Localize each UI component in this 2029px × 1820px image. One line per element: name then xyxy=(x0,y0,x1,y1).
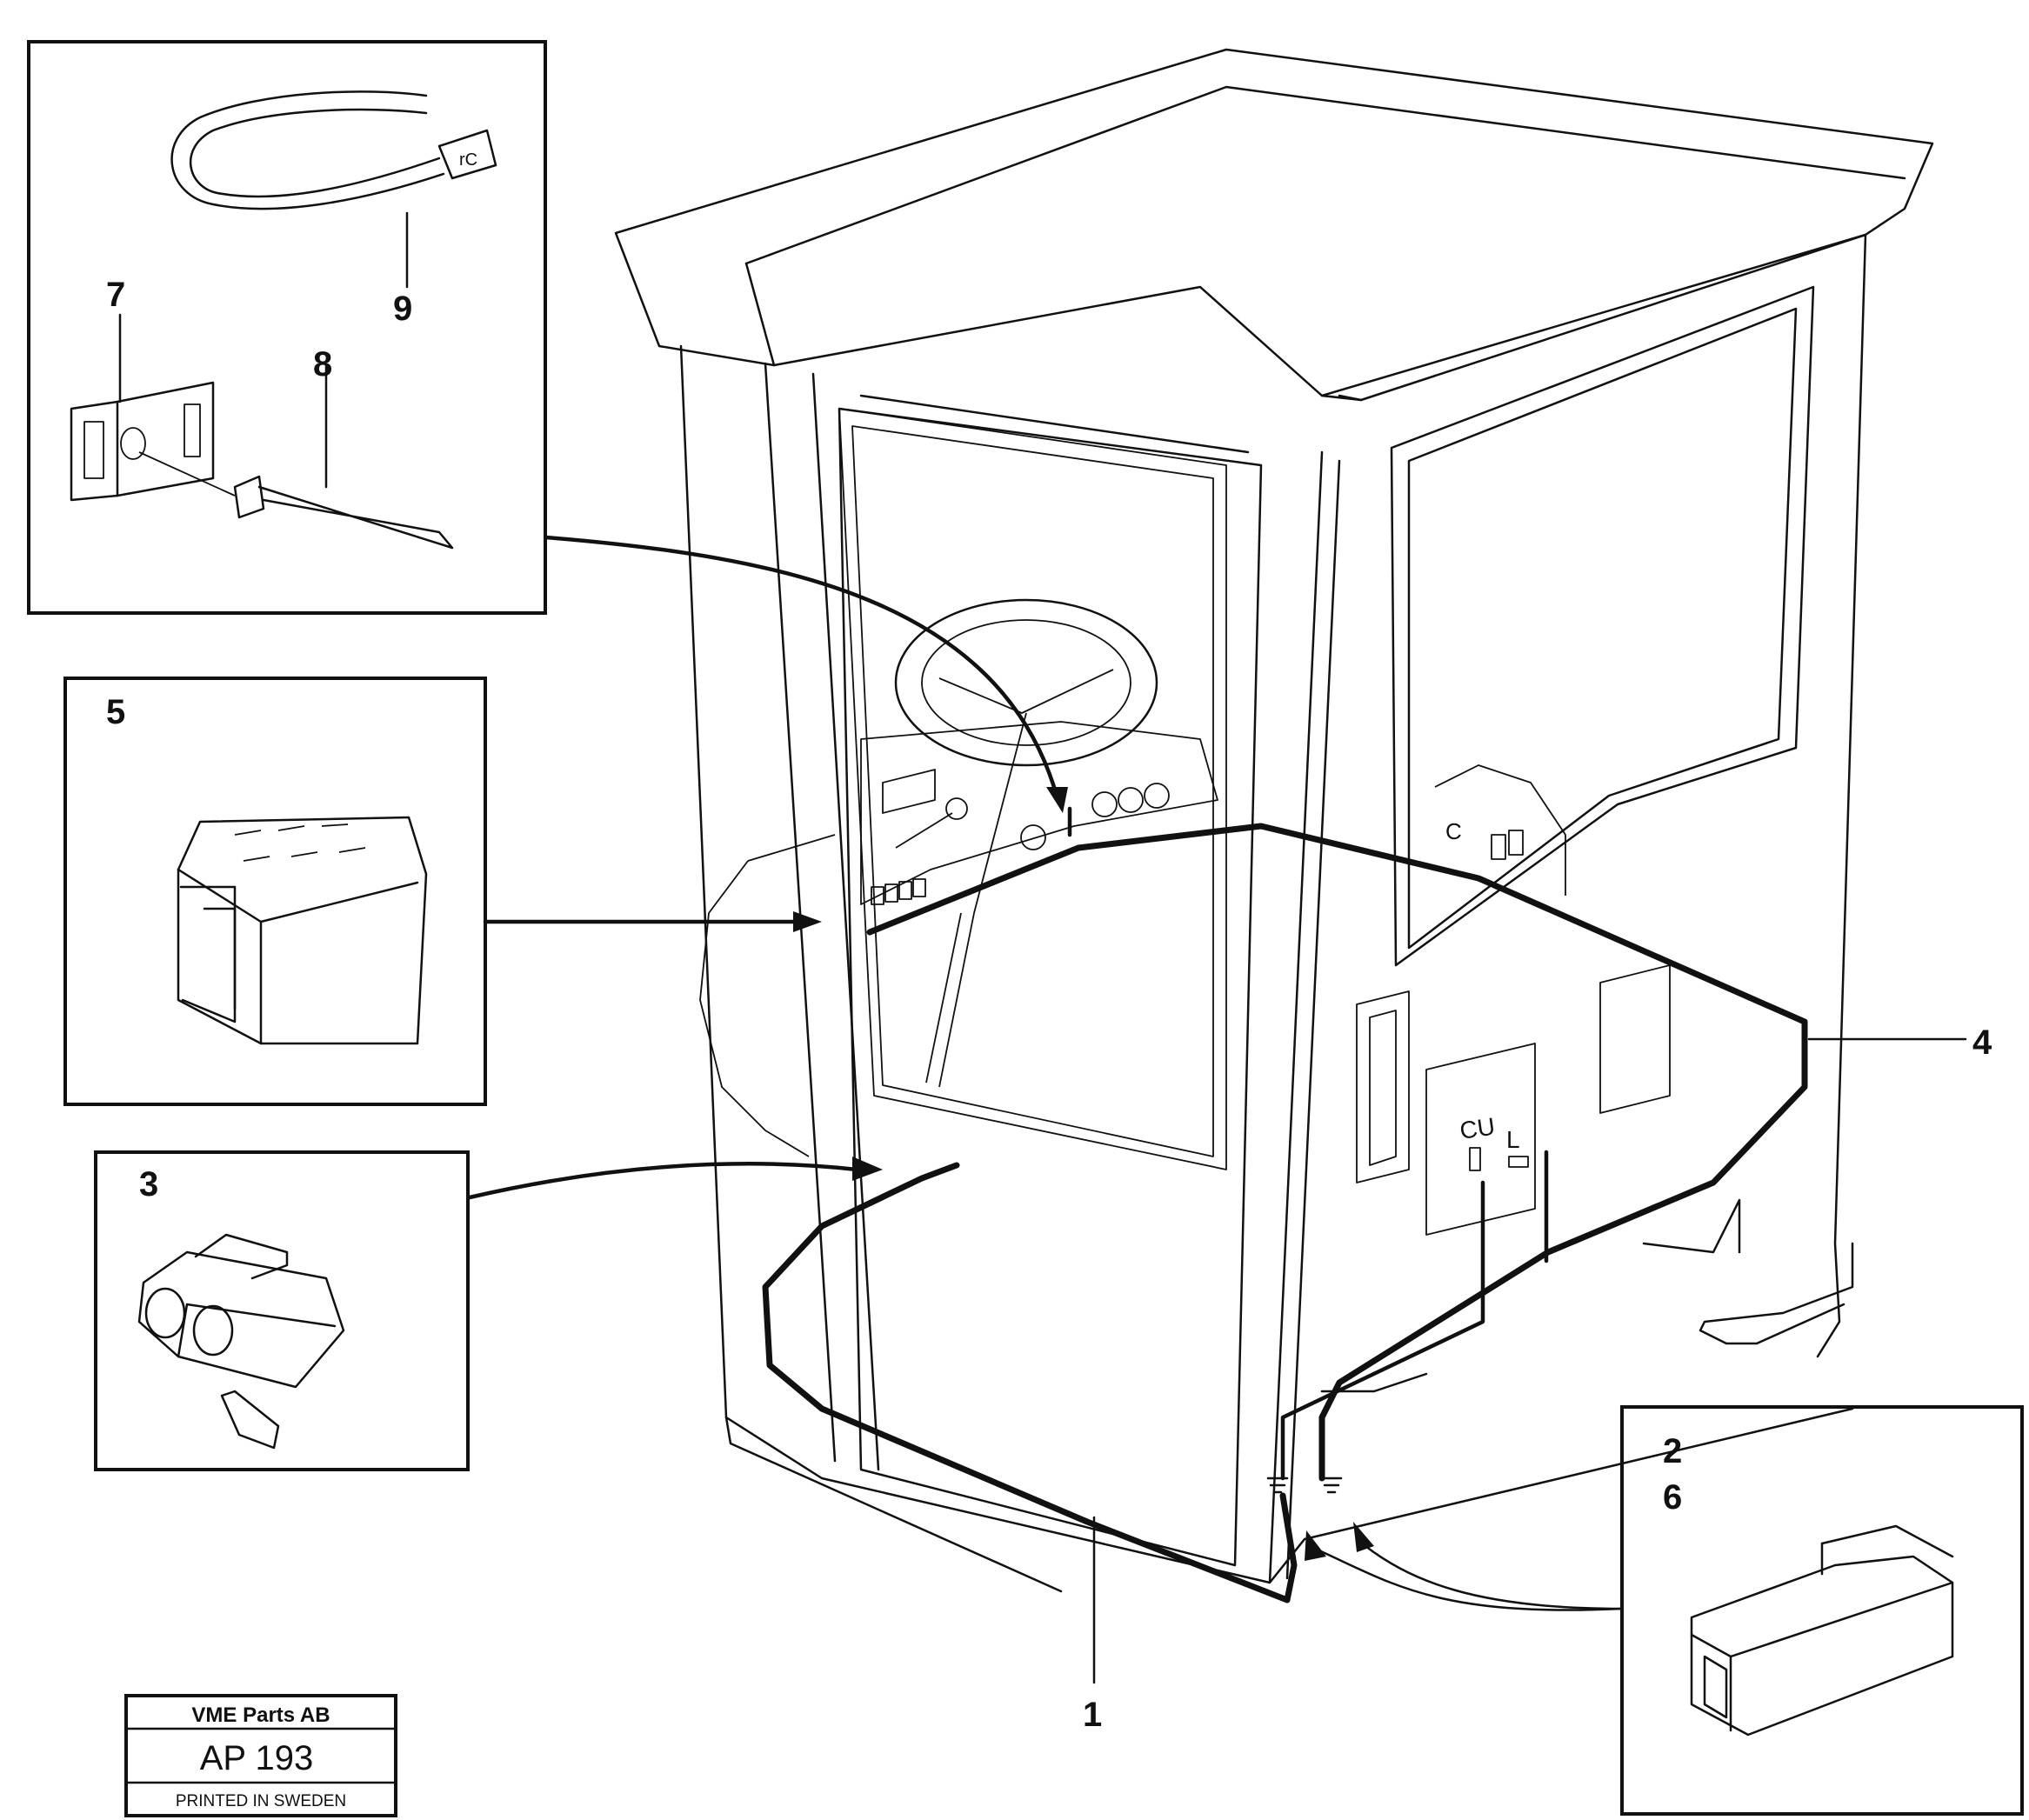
arrow-to-ground-6 xyxy=(1305,1530,1326,1561)
panel-c-label: C xyxy=(1445,818,1462,844)
ground-symbol-right xyxy=(1320,1477,1343,1494)
title-plate: VME Parts AB AP 193 PRINTED IN SWEDEN xyxy=(124,1694,397,1817)
callout-1: 1 xyxy=(1083,1696,1102,1734)
svg-text:rC: rC xyxy=(459,150,477,170)
detail-box-clips: rC 7 8 9 xyxy=(27,40,547,615)
callout-6: 6 xyxy=(1663,1478,1682,1517)
switch-5 xyxy=(177,816,428,1045)
wiring-harness xyxy=(762,806,1808,1603)
arrow-to-plug-3 xyxy=(852,1157,883,1181)
detail-box-plug: 3 xyxy=(94,1150,470,1471)
arrow-to-ground-2 xyxy=(1353,1522,1374,1552)
callout-8: 8 xyxy=(313,345,332,383)
callout-4: 4 xyxy=(1972,1023,1992,1062)
connector-2-6 xyxy=(1690,1524,1954,1737)
arrow-to-switch-5 xyxy=(793,911,822,932)
ground-symbol-left xyxy=(1266,1477,1289,1494)
plate-code: AP 193 xyxy=(200,1739,314,1777)
plate-footer: PRINTED IN SWEDEN xyxy=(176,1792,346,1810)
plug-3 xyxy=(137,1233,345,1450)
cab-illustration: C CU L xyxy=(614,48,1934,1593)
pin-8 xyxy=(138,451,454,550)
leader-lines xyxy=(467,535,1967,1684)
arrow-to-dash-9 xyxy=(1046,787,1068,813)
detail-box-switch: 5 xyxy=(63,677,487,1106)
callout-5: 5 xyxy=(106,693,125,731)
detail-box-connector: 2 6 xyxy=(1620,1405,2024,1816)
callout-9: 9 xyxy=(393,290,412,328)
cable-tie-9: rC xyxy=(170,90,497,210)
callout-7: 7 xyxy=(106,276,125,314)
callout-2: 2 xyxy=(1663,1432,1682,1470)
lamp-label: L xyxy=(1506,1126,1520,1153)
ec-label: CU xyxy=(1458,1113,1497,1144)
plate-company: VME Parts AB xyxy=(191,1703,330,1727)
bracket-7 xyxy=(70,381,215,502)
callout-3: 3 xyxy=(139,1165,158,1203)
